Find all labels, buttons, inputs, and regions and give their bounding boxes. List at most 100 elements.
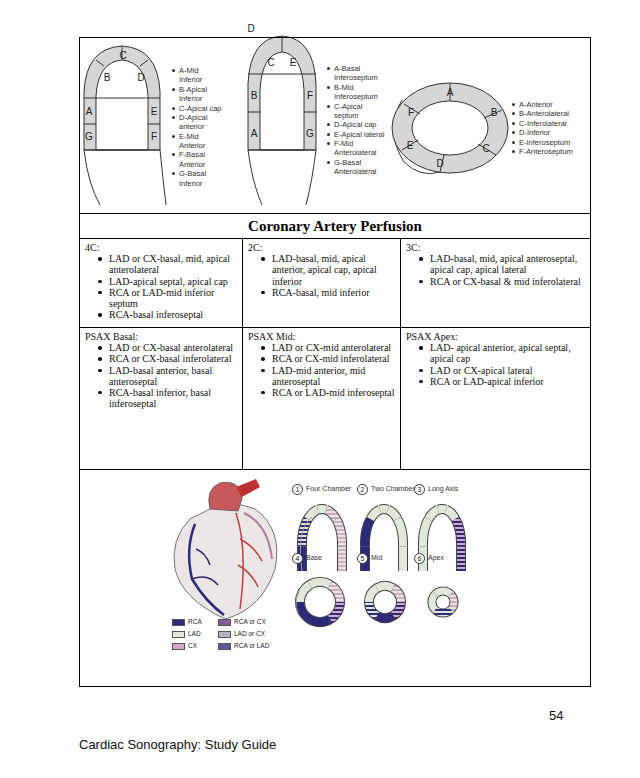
segment-letter: D [436,158,443,169]
segment-letter: B [251,90,258,101]
segment-key-item: B-Mid Inferoseptum [327,83,385,102]
segment-key-item: C-Apical cap [172,104,222,113]
callout-number: 2 [357,484,368,495]
callout-number: 1 [292,484,303,495]
bullet-dot [172,116,175,119]
legend-text: LAD [188,630,201,637]
page-number: 54 [549,708,563,723]
bullet-dot [327,105,330,108]
cell-heading: 4C: [85,242,237,253]
callout-text: 5 [361,555,365,562]
view-title: Base [306,554,322,561]
bullet-dot [327,133,330,136]
segment-key-item: E-Mid Anterior [172,132,222,151]
bullet-item: LAD-mid anterior, mid anteroseptal [248,365,395,387]
bullet-item: RCA or CX-basal inferolateral [85,353,237,364]
segment-letter: E [290,57,297,68]
view-title: Apex [428,554,444,561]
bullet-dot [261,369,265,373]
bullet-dot [512,122,515,125]
legend-swatch [218,643,231,650]
callout-number: 3 [414,484,425,495]
cell-heading: PSAX Basal: [85,331,237,342]
bullet-dot [419,280,423,284]
table-cell: PSAX Apex:LAD- apical anterior, apical s… [400,327,591,470]
callout-text: 6 [418,555,422,562]
bullet-dot [261,346,265,350]
table-cell: 3C:LAD-basal, mid, apical anteroseptal, … [400,238,591,328]
bullet-dot [98,391,102,395]
segment-key-item: G-Basal Inferior [172,169,222,188]
callout-text: 4 [296,555,300,562]
view-title: Four Chamber [306,485,351,492]
bullet-dot [327,67,330,70]
bullet-dot [512,103,515,106]
bullet-item: RCA or LAD-apical inferior [406,376,585,387]
view-title: Long Axis [428,485,458,492]
title-band: Coronary Artery Perfusion [79,213,591,239]
bullet-dot [261,391,265,395]
bullet-dot [419,346,423,350]
segment-letter: A [251,128,258,139]
bullet-item: LAD or CX-mid anterolateral [248,342,395,353]
legend-text: RCA or LAD [234,642,269,649]
segment-key-item: C-Inferolateral [512,119,588,128]
bullet-dot [419,369,423,373]
bullet-dot [98,346,102,350]
legend-text: RCA [188,618,202,625]
cell-heading: PSAX Apex: [406,331,585,342]
segment-key: A-Mid InferiorB-Apical InferiorC-Apical … [172,66,222,188]
table-cell: PSAX Basal:LAD or CX-basal anterolateral… [79,327,243,470]
bullet-item: RCA or CX-basal & mid inferolateral [406,276,585,287]
legend-swatch [172,619,185,626]
legend-text: LAD or CX [234,630,265,637]
bullet-dot [172,107,175,110]
segment-letter: B [491,107,498,118]
segment-key-item: A-Mid Inferior [172,66,222,85]
bullet-item: RCA or CX-mid inferolateral [248,353,395,364]
legend-swatch [218,619,231,626]
bullet-item: RCA or LAD-mid inferoseptal [248,387,395,398]
segment-key-item: F-Basal Anterior [172,150,222,169]
bullet-dot [98,291,102,295]
bullet-dot [98,280,102,284]
segment-letter: G [85,131,93,142]
segment-letter: G [306,128,314,139]
bullet-dot [261,291,265,295]
segment-key-item: E-Apical lateral [327,130,385,139]
bullet-item: RCA or LAD-mid inferior septum [85,287,237,309]
view-title: Mid [371,554,382,561]
segment-letter: A [86,106,93,117]
callout-number: 4 [292,553,303,564]
table-title: Coronary Artery Perfusion [80,214,590,238]
bullet-item: LAD or CX-basal anterolateral [85,342,237,353]
bullet-dot [172,172,175,175]
bullet-dot [98,313,102,317]
segment-letter: F [408,107,414,118]
table-cell: PSAX Mid:LAD or CX-mid anterolateralRCA … [242,327,401,470]
legend-text: RCA or CX [234,618,266,625]
callout-text: 1 [296,486,300,493]
segment-key-item: F-Anteroseptum [512,147,588,156]
segment-letter: D [137,72,144,83]
bullet-dot [327,123,330,126]
segment-letter: E [151,106,158,117]
bullet-dot [512,131,515,134]
bullet-dot [98,257,102,261]
segment-key-item: F-Mid Anterolateral [327,139,385,158]
cell-heading: PSAX Mid: [248,331,395,342]
table-cell: 4C:LAD or CX-basal, mid, apical anterola… [79,238,243,328]
segment-letter: D [247,23,254,34]
segment-letter: C [267,57,274,68]
bullet-dot [172,69,175,72]
segment-key: A-AnteriorB-AnterolateralC-Inferolateral… [512,100,588,156]
bullet-item: LAD-basal, mid, apical anteroseptal, api… [406,253,585,275]
bullet-dot [172,153,175,156]
segment-key-item: A-Anterior [512,100,588,109]
segment-letter: F [151,131,157,142]
callout-text: 2 [361,486,365,493]
segment-letter: B [104,72,111,83]
callout-text: 3 [418,486,422,493]
segment-letter: A [447,87,454,98]
illustration-panel [79,469,591,687]
